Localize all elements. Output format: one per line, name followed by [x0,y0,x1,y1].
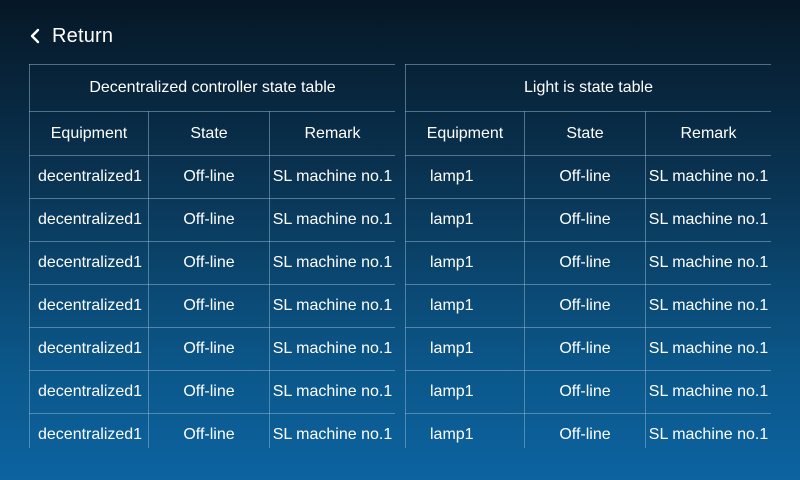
equipment-cell: lamp1 [405,284,525,328]
state-cell: Off-line [524,413,646,448]
column-header-equipment: Equipment [405,111,525,156]
equipment-cell: decentralized1 [29,241,149,285]
return-button[interactable]: Return [28,22,113,50]
decentralized-controller-state-table: Decentralized controller state table Equ… [29,64,395,448]
state-cell: Off-line [148,413,270,448]
equipment-cell: decentralized1 [29,198,149,242]
column-header-remark: Remark [269,111,395,156]
equipment-cell: lamp1 [405,370,525,414]
remark-cell: SL machine no.1 [269,241,395,285]
equipment-cell: lamp1 [405,327,525,371]
equipment-cell: lamp1 [405,155,525,199]
state-cell: Off-line [524,198,646,242]
state-cell: Off-line [524,155,646,199]
remark-cell: SL machine no.1 [269,413,395,448]
remark-cell: SL machine no.1 [644,241,771,285]
column-header-state: State [148,111,270,156]
state-cell: Off-line [148,241,270,285]
return-label: Return [52,24,114,47]
remark-cell: SL machine no.1 [644,284,771,328]
remark-cell: SL machine no.1 [269,327,395,371]
remark-cell: SL machine no.1 [269,370,395,414]
state-cell: Off-line [524,284,646,328]
equipment-cell: decentralized1 [29,284,149,328]
column-header-equipment: Equipment [29,111,149,156]
column-header-remark: Remark [644,111,771,156]
chevron-left-icon [30,28,40,44]
table-title: Decentralized controller state table [29,64,395,112]
remark-cell: SL machine no.1 [644,413,771,448]
remark-cell: SL machine no.1 [644,327,771,371]
remark-cell: SL machine no.1 [644,198,771,242]
table-title: Light is state table [405,64,771,112]
light-state-panel[interactable]: Light is state table Equipment State Rem… [405,64,771,448]
remark-cell: SL machine no.1 [269,198,395,242]
equipment-cell: decentralized1 [29,155,149,199]
equipment-cell: decentralized1 [29,327,149,371]
equipment-cell: lamp1 [405,241,525,285]
state-cell: Off-line [148,198,270,242]
state-cell: Off-line [148,284,270,328]
state-cell: Off-line [524,327,646,371]
equipment-cell: lamp1 [405,198,525,242]
light-state-table: Light is state table Equipment State Rem… [405,64,771,448]
state-cell: Off-line [524,241,646,285]
state-cell: Off-line [524,370,646,414]
remark-cell: SL machine no.1 [269,155,395,199]
remark-cell: SL machine no.1 [269,284,395,328]
column-header-state: State [524,111,646,156]
equipment-cell: decentralized1 [29,370,149,414]
state-cell: Off-line [148,370,270,414]
remark-cell: SL machine no.1 [644,155,771,199]
state-cell: Off-line [148,155,270,199]
equipment-cell: decentralized1 [29,413,149,448]
remark-cell: SL machine no.1 [644,370,771,414]
equipment-cell: lamp1 [405,413,525,448]
decentralized-controller-state-panel[interactable]: Decentralized controller state table Equ… [29,64,395,448]
state-cell: Off-line [148,327,270,371]
